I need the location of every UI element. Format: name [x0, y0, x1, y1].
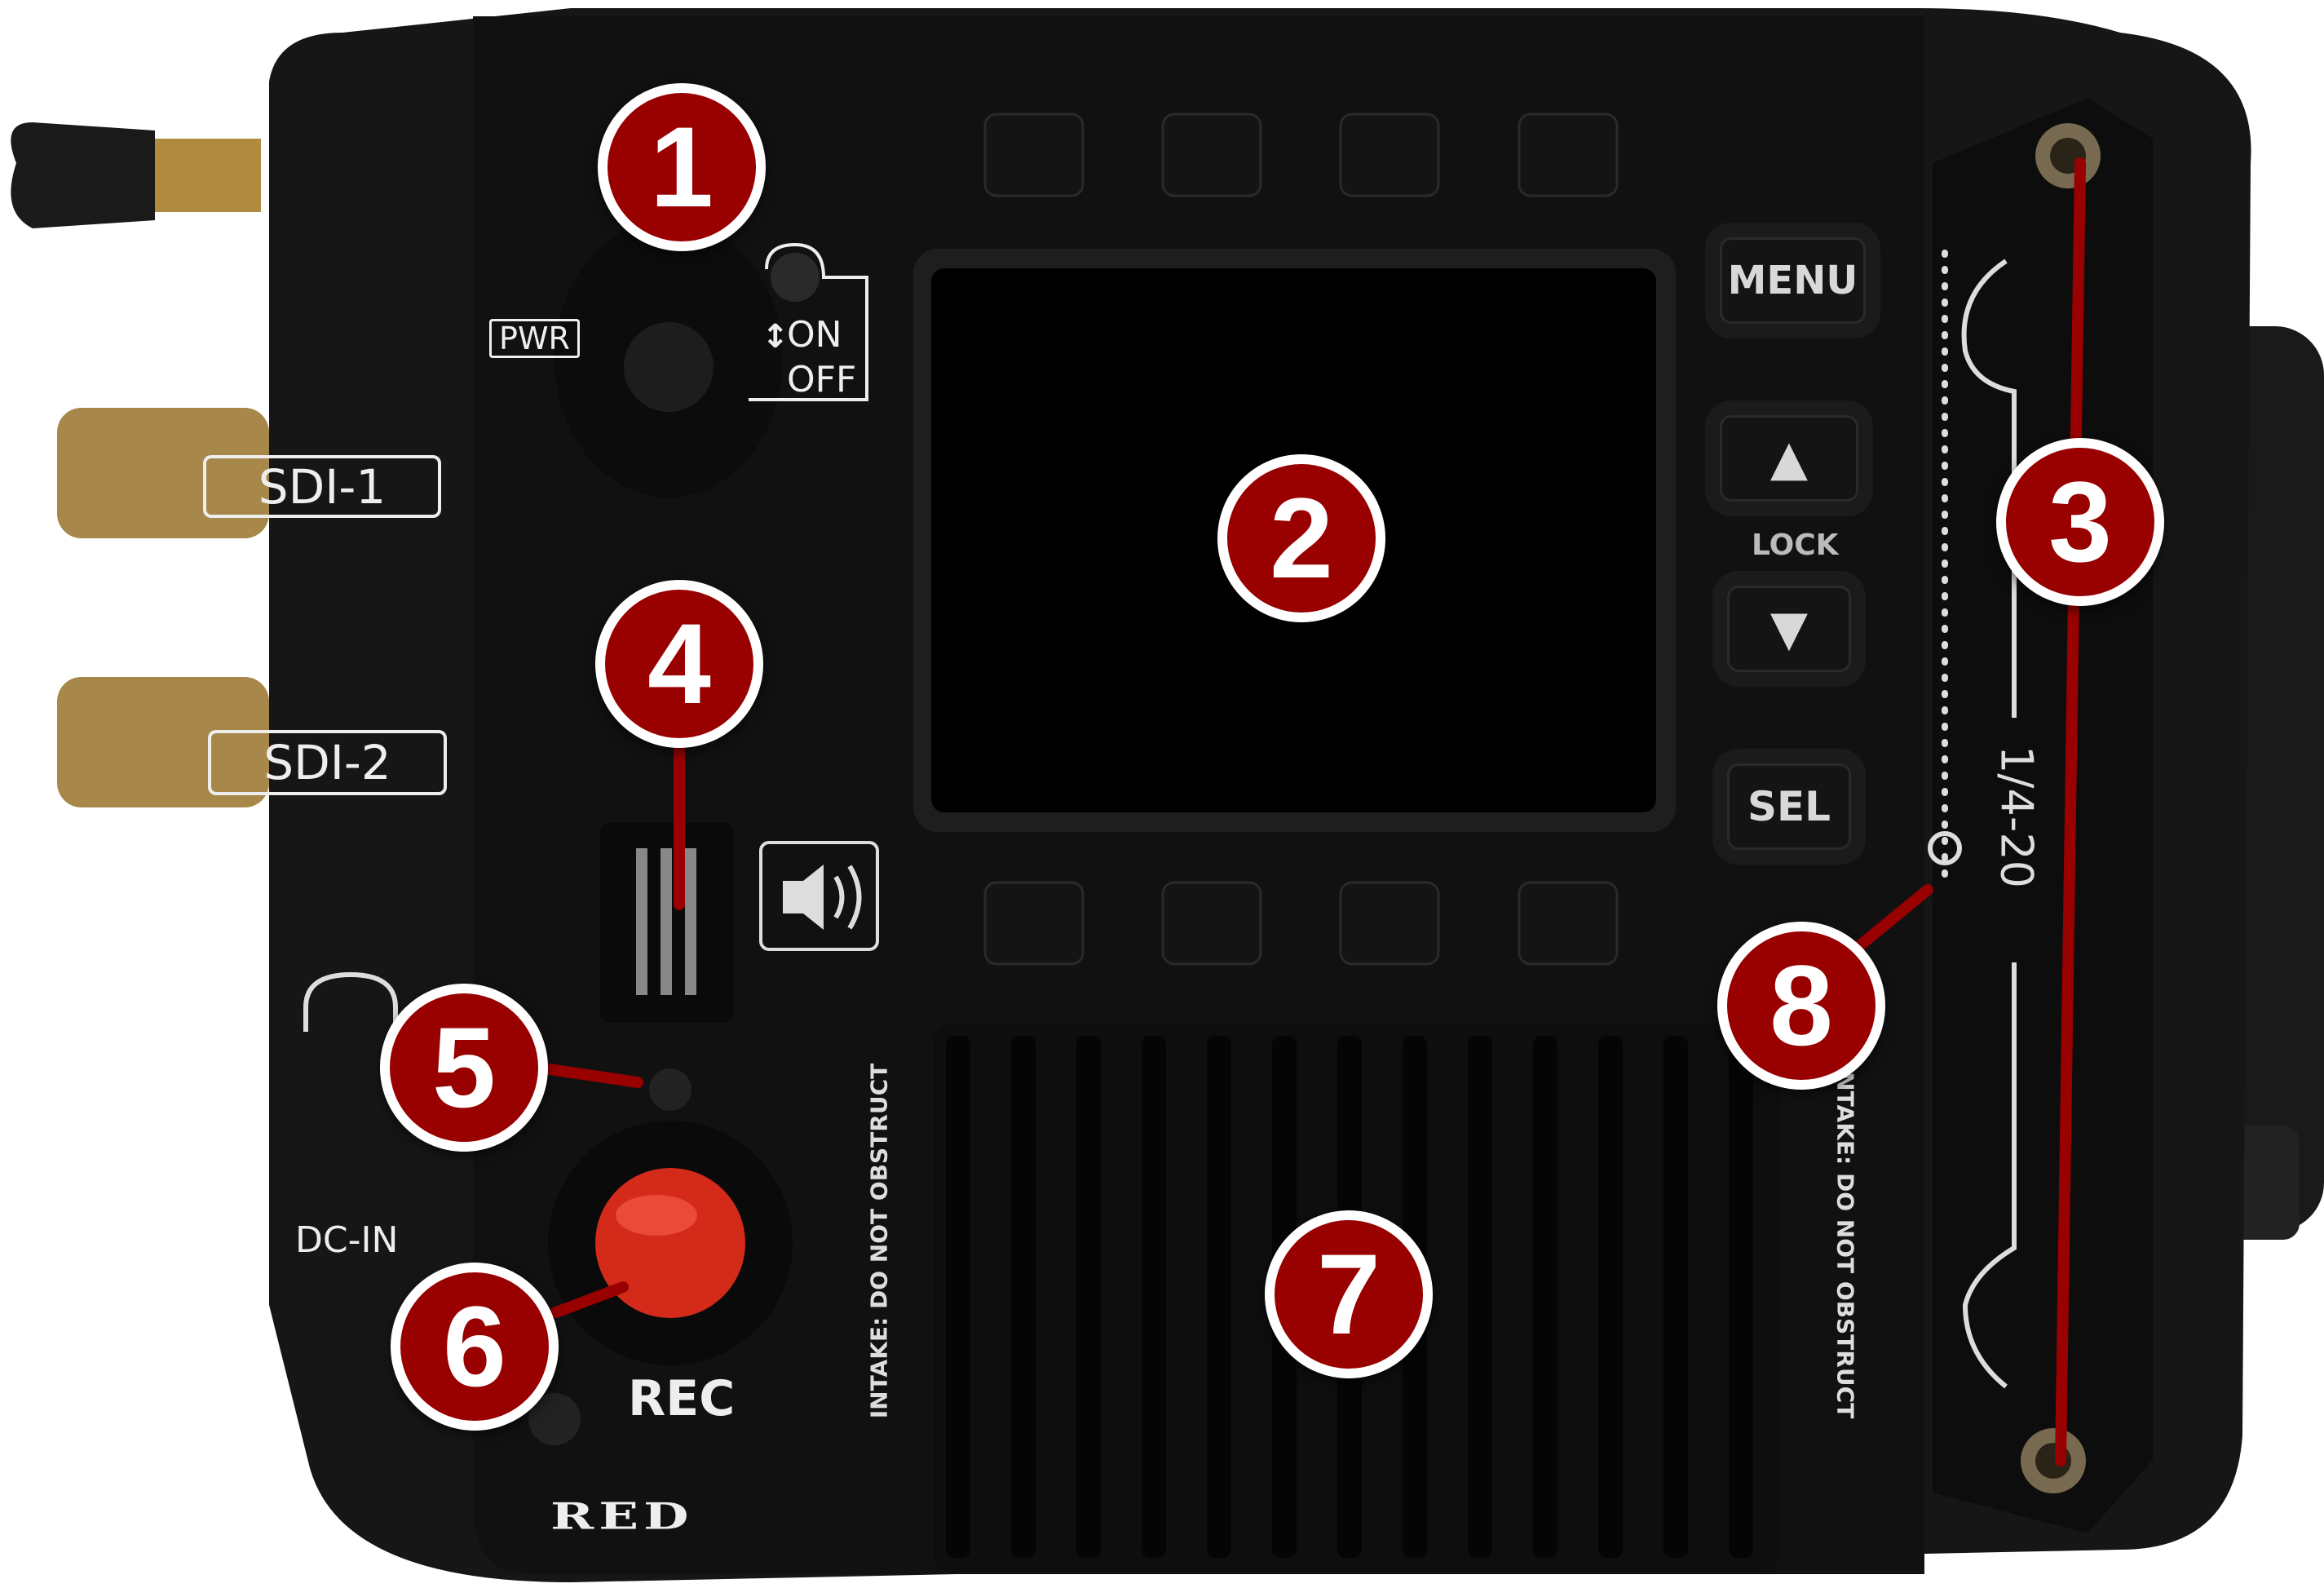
callout-8: 8 — [1717, 922, 1885, 1090]
sdi-1-connector — [57, 408, 269, 538]
softkey-bottom-1 — [983, 881, 1085, 966]
antenna-connector — [147, 139, 261, 212]
callout-7: 7 — [1265, 1210, 1433, 1378]
sdi-1-label: SDI-1 — [203, 455, 441, 518]
rec-button — [595, 1168, 745, 1318]
on-off-arrow-icon: ↕ — [762, 318, 789, 356]
leader-line-8 — [1853, 884, 1933, 952]
rec-label: REC — [628, 1370, 736, 1427]
intake-warning-left: INTAKE: DO NOT OBSTRUCT — [865, 1063, 893, 1419]
power-icon — [624, 322, 714, 412]
callout-5: 5 — [380, 984, 548, 1152]
softkey-bottom-3 — [1339, 881, 1440, 966]
softkey-top-3 — [1339, 113, 1440, 197]
softkey-top-4 — [1518, 113, 1619, 197]
sdi-2-label: SDI-2 — [208, 730, 447, 795]
mount-thread-label: 1/4-20 — [1990, 745, 2043, 889]
sel-button[interactable]: SEL — [1727, 763, 1851, 850]
intake-warning-right: INTAKE: DO NOT OBSTRUCT — [1831, 1063, 1859, 1419]
dc-in-label: DC-IN — [295, 1219, 399, 1261]
menu-button[interactable]: MENU — [1720, 237, 1866, 324]
leader-line-6 — [550, 1281, 629, 1318]
down-button[interactable]: ▼ — [1727, 586, 1851, 672]
headphone-icon — [303, 971, 398, 1032]
pwr-label: PWR — [489, 319, 580, 358]
leader-line-5 — [532, 1062, 643, 1088]
leader-line-3 — [2055, 157, 2086, 1466]
callout-6: 6 — [391, 1263, 559, 1431]
softkey-top-2 — [1161, 113, 1262, 197]
power-led — [771, 253, 820, 302]
softkey-bottom-2 — [1161, 881, 1262, 966]
up-button[interactable]: ▲ — [1720, 415, 1858, 502]
on-label: ON — [787, 314, 842, 356]
callout-2: 2 — [1217, 454, 1385, 622]
callout-4: 4 — [595, 580, 763, 748]
speaker-icon — [759, 841, 879, 951]
callout-3: 3 — [1996, 438, 2164, 606]
softkey-top-1 — [983, 113, 1085, 197]
lock-label: LOCK — [1752, 529, 1839, 562]
callout-1: 1 — [598, 83, 766, 251]
softkey-bottom-4 — [1518, 881, 1619, 966]
off-label: OFF — [787, 359, 857, 400]
red-logo: RED — [550, 1495, 694, 1538]
sdi-2-connector — [57, 677, 269, 807]
tally-led — [649, 1068, 691, 1111]
antenna — [11, 122, 156, 228]
